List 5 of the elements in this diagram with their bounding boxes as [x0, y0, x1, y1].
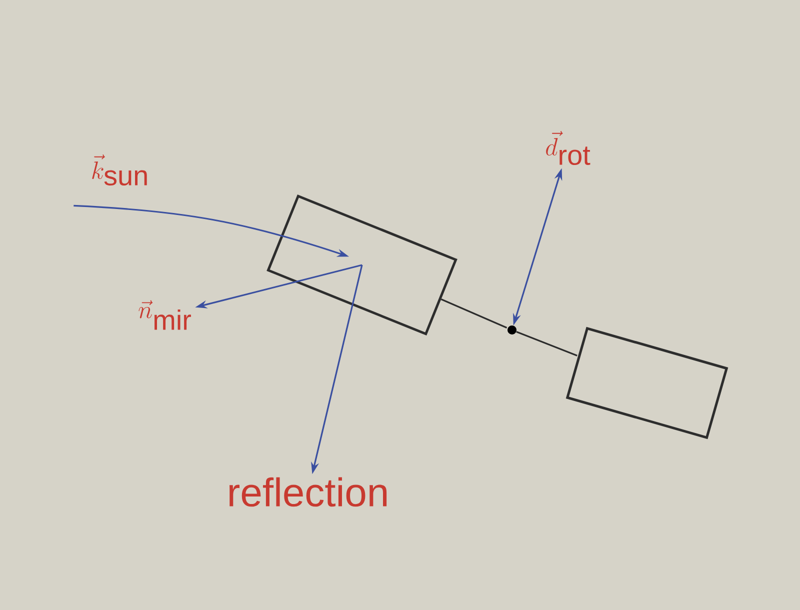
- text-label: reflection: [230, 477, 387, 507]
- pivot-dot: [508, 326, 516, 334]
- vector-label: $\vec{n}_{\mathrm{mir}}$: [138, 300, 191, 330]
- vector-label: $\vec{d}_{\mathrm{rot}}$: [546, 130, 590, 166]
- vector-label: $\vec{k}_{\mathrm{sun}}$: [92, 154, 147, 186]
